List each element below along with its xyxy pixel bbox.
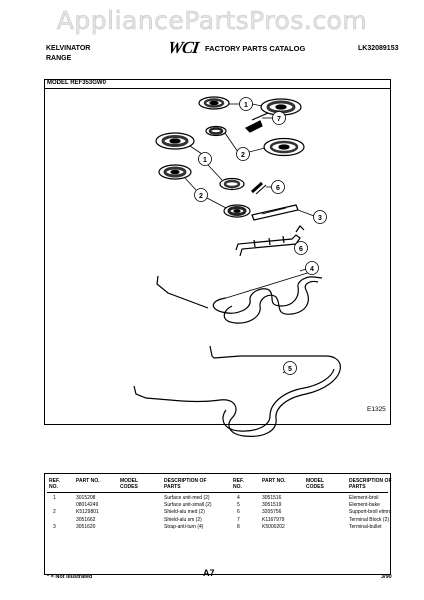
table-cell-desc: Surface unit-small (2) bbox=[164, 502, 212, 509]
table-cell-ref: 3 bbox=[53, 523, 56, 530]
brand-name: KELVINATOR bbox=[46, 45, 91, 52]
col-ref-left: REF. NO. bbox=[49, 478, 60, 490]
table-cell-part: 3051516 bbox=[262, 495, 282, 501]
table-cell-ref: 7 bbox=[237, 516, 240, 523]
col-part-left: PART NO. bbox=[76, 478, 100, 484]
surface-unit-top-small bbox=[198, 96, 230, 110]
table-cell-part: 3015208 bbox=[76, 495, 96, 501]
surface-unit-left-large bbox=[155, 132, 195, 150]
svg-text:7: 7 bbox=[277, 116, 281, 123]
col-ref-right: REF. NO. bbox=[233, 478, 244, 490]
page-number: A7 bbox=[203, 568, 215, 578]
table-cell-desc: Element-broil bbox=[349, 495, 379, 501]
diagram-frame bbox=[44, 79, 391, 425]
table-cell-desc: Element-bake bbox=[349, 502, 380, 509]
svg-text:5: 5 bbox=[288, 366, 292, 373]
table-cell-desc: Terminal-bullet bbox=[349, 523, 382, 530]
watermark: AppliancePartsPros.com bbox=[56, 6, 368, 36]
table-cell-part: 3051662 bbox=[76, 516, 96, 523]
shield-large bbox=[263, 137, 305, 157]
model-divider bbox=[44, 88, 391, 89]
table-cell-ref: 5 bbox=[237, 502, 240, 509]
table-cell-desc: Surface unit-med (2) bbox=[164, 495, 210, 501]
shield-small bbox=[205, 125, 227, 137]
callout-2-top: 2 bbox=[224, 132, 266, 161]
table-cell-desc: Shield-alu sm (2) bbox=[164, 516, 202, 523]
table-cell-desc: Strap-anti-turn (4) bbox=[164, 523, 204, 530]
drawing-number: E1325 bbox=[367, 406, 386, 413]
svg-text:6: 6 bbox=[299, 246, 303, 253]
not-illustrated-note: * = Not Illustrated bbox=[47, 574, 93, 580]
callout-3: 3 bbox=[297, 209, 327, 224]
broil-element bbox=[156, 270, 323, 324]
callout-1-top: 1 bbox=[229, 97, 263, 111]
table-cell-ref: 4 bbox=[237, 495, 240, 501]
col-desc-right: DESCRIPTION OF PARTS bbox=[349, 478, 392, 490]
broil-element-support bbox=[235, 225, 305, 257]
callout-4: 4 bbox=[299, 261, 319, 275]
col-desc-left: DESCRIPTION OF PARTS bbox=[164, 478, 207, 490]
callout-7: 7 bbox=[262, 111, 286, 125]
svg-text:2: 2 bbox=[199, 193, 203, 200]
table-cell-part: 08014249 bbox=[76, 502, 99, 509]
terminal-block bbox=[244, 112, 269, 133]
table-cell-ref: 8 bbox=[237, 523, 240, 530]
svg-text:4: 4 bbox=[310, 266, 314, 273]
table-cell-part: K1167979 bbox=[262, 516, 285, 523]
svg-text:3: 3 bbox=[318, 215, 322, 222]
model-label: MODEL REF353GW0 bbox=[47, 80, 106, 86]
table-cell-part: 3051620 bbox=[76, 523, 96, 530]
table-header-rule bbox=[47, 492, 388, 493]
svg-text:6: 6 bbox=[276, 185, 280, 192]
table-cell-part: 3205756 bbox=[262, 509, 282, 516]
callout-5: 5 bbox=[282, 361, 297, 375]
col-model-right: MODEL CODES bbox=[306, 478, 324, 490]
anti-turn-strap bbox=[251, 204, 299, 221]
callout-8: 6 bbox=[266, 180, 285, 194]
table-cell-desc: Support-broil elmnt bbox=[349, 509, 392, 516]
table-cell-ref: 2 bbox=[53, 509, 56, 516]
svg-text:1: 1 bbox=[203, 157, 207, 164]
table-cell-part: K5000202 bbox=[262, 523, 285, 530]
revision-date: 3/90 bbox=[381, 574, 392, 580]
callout-1-left: 1 bbox=[189, 145, 223, 181]
catalog-number: LK32089153 bbox=[358, 45, 399, 52]
svg-text:1: 1 bbox=[244, 102, 248, 109]
table-cell-ref: 6 bbox=[237, 509, 240, 516]
product-type: RANGE bbox=[46, 55, 72, 62]
table-cell-part: 3051519 bbox=[262, 502, 282, 509]
table-cell-desc: Terminal Block (2) bbox=[349, 516, 390, 523]
table-cell-part: K5129801 bbox=[76, 509, 99, 516]
shield-center bbox=[223, 204, 251, 218]
col-part-right: PART NO. bbox=[262, 478, 286, 484]
table-cell-desc: Shield-alu med (2) bbox=[164, 509, 205, 516]
surface-unit-left-small bbox=[158, 164, 192, 180]
bake-element bbox=[133, 345, 341, 437]
catalog-title: FACTORY PARTS CATALOG bbox=[205, 44, 306, 53]
col-model-left: MODEL CODES bbox=[120, 478, 138, 490]
svg-text:2: 2 bbox=[241, 152, 245, 159]
callout-6: 6 bbox=[294, 241, 308, 255]
parts-table: REF. NO. PART NO. MODEL CODES DESCRIPTIO… bbox=[44, 473, 392, 575]
surface-unit-center bbox=[219, 177, 245, 191]
terminal-small bbox=[250, 181, 267, 195]
table-cell-ref: 1 bbox=[53, 495, 56, 501]
callout-2-left: 2 bbox=[184, 177, 227, 209]
